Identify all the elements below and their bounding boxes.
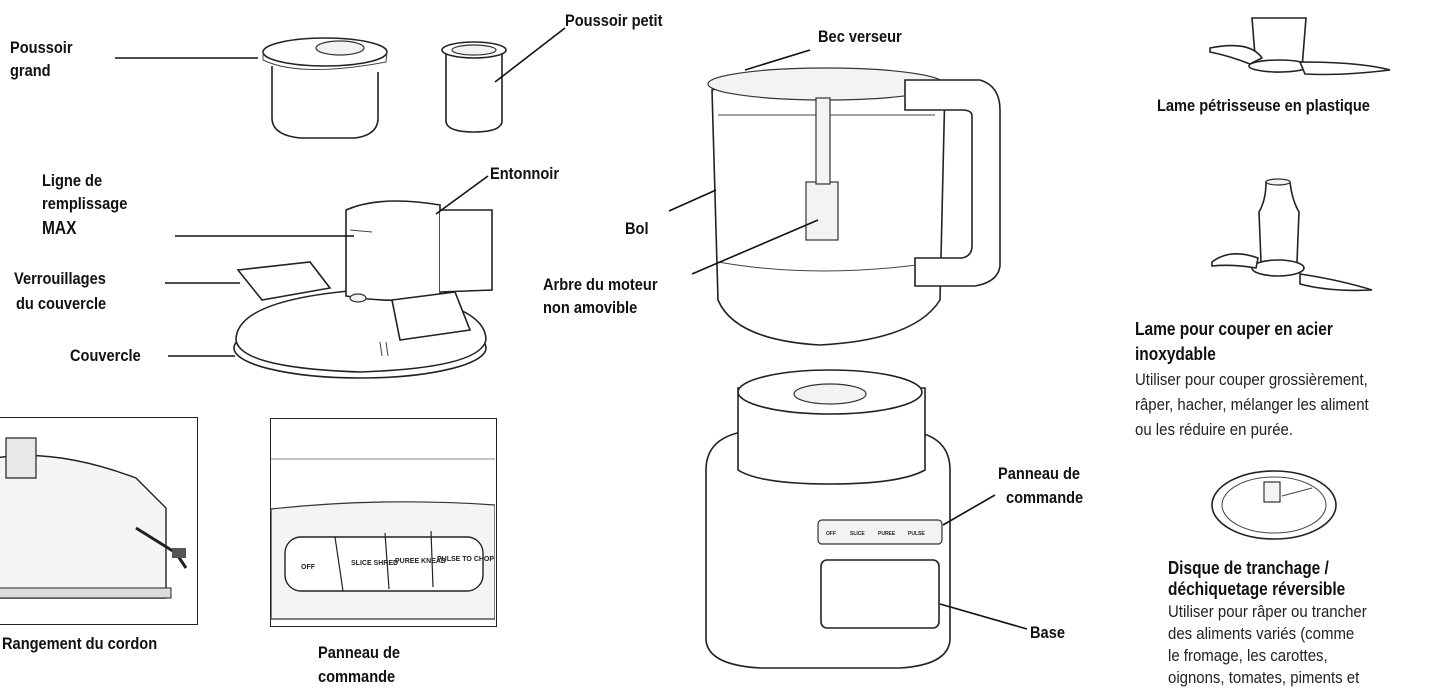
label-ligne-remplissage-1: Ligne de <box>42 171 103 190</box>
chopping-blade-illustration <box>1211 178 1373 292</box>
label-ligne-remplissage-3: MAX <box>42 218 77 238</box>
panel-button-puree: PUREE KNEAD <box>395 558 446 565</box>
svg-text:SLICE: SLICE <box>850 531 865 537</box>
label-poussoir-grand-2: grand <box>10 61 51 80</box>
label-verrouillages-2: du couvercle <box>16 294 107 313</box>
label-bol: Bol <box>625 219 649 238</box>
label-base: Base <box>1030 623 1065 642</box>
bowl-illustration <box>707 67 1001 346</box>
label-couvercle: Couvercle <box>70 346 141 365</box>
control-panel-inset: OFF SLICE SHRED PUREE KNEAD PULSE TO CHO… <box>270 418 497 627</box>
cord-storage-inset <box>0 417 198 625</box>
text-disque-3: le fromage, les carottes, <box>1168 646 1328 665</box>
label-ligne-remplissage-2: remplissage <box>42 194 128 213</box>
svg-text:PULSE: PULSE <box>908 531 925 537</box>
label-arbre-moteur-2: non amovible <box>543 298 638 317</box>
label-panneau-right-1: Panneau de <box>998 464 1081 483</box>
label-poussoir-petit: Poussoir petit <box>565 11 663 30</box>
label-panneau-bottom-1: Panneau de <box>318 643 401 662</box>
leader-lines <box>115 27 1028 630</box>
label-rangement-cordon: Rangement du cordon <box>2 634 158 653</box>
text-disque-1: Utiliser pour râper ou trancher <box>1168 602 1367 621</box>
label-panneau-right-2: commande <box>1006 488 1084 507</box>
lid-illustration <box>233 200 493 379</box>
text-disque-2: des aliments variés (comme <box>1168 624 1355 643</box>
cord-storage-illustration <box>0 437 188 599</box>
svg-text:PUREE: PUREE <box>878 531 896 537</box>
slicing-disc-illustration <box>1211 470 1337 540</box>
panel-button-pulse: PULSE TO CHOP <box>437 556 494 563</box>
label-panneau-bottom-2: commande <box>318 667 396 686</box>
text-lame-couper-3: ou les réduire en purée. <box>1135 420 1294 439</box>
label-lame-couper-1: Lame pour couper en acier <box>1135 319 1333 339</box>
text-lame-couper-1: Utiliser pour couper grossièrement, <box>1135 370 1368 389</box>
label-disque-1: Disque de tranchage / <box>1168 558 1329 578</box>
base-illustration: OFF SLICE PUREE PULSE <box>705 369 951 669</box>
label-lame-petrisseuse: Lame pétrisseuse en plastique <box>1157 96 1370 115</box>
small-pusher-illustration <box>441 41 507 133</box>
panel-button-slice: SLICE SHRED <box>351 560 398 567</box>
dough-blade-illustration <box>1209 17 1391 76</box>
label-disque-2: déchiquetage réversible <box>1168 579 1346 599</box>
panel-button-off: OFF <box>301 564 316 571</box>
label-verrouillages-1: Verrouillages <box>14 269 106 288</box>
label-bec-verseur: Bec verseur <box>818 27 902 46</box>
control-panel-illustration: OFF SLICE SHRED PUREE KNEAD PULSE TO CHO… <box>270 458 496 620</box>
label-entonnoir: Entonnoir <box>490 164 560 183</box>
label-arbre-moteur-1: Arbre du moteur <box>543 275 658 294</box>
text-lame-couper-2: râper, hacher, mélanger les aliment <box>1135 395 1369 414</box>
large-pusher-illustration <box>262 37 388 139</box>
svg-text:OFF: OFF <box>826 531 836 537</box>
label-lame-couper-2: inoxydable <box>1135 344 1216 364</box>
text-disque-4: oignons, tomates, piments et <box>1168 668 1360 687</box>
label-poussoir-grand-1: Poussoir <box>10 38 73 57</box>
